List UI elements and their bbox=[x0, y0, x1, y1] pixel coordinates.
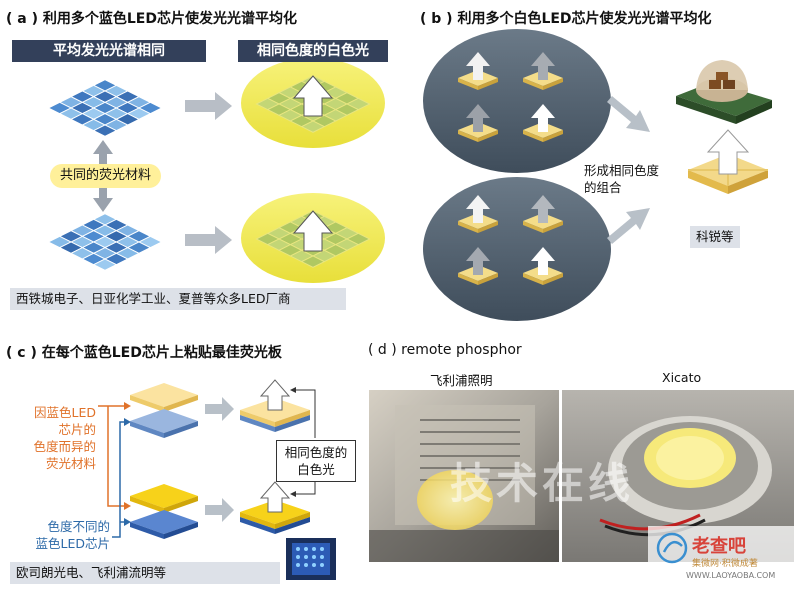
packaged-led-photo bbox=[676, 60, 772, 124]
panel-a-vendors-label: 西铁城电子、日亚化学工业、夏普等众多LED厂商 bbox=[10, 288, 346, 310]
white-led-chips-bottom bbox=[458, 195, 563, 285]
panel-a-title: ( a ) 利用多个蓝色LED芯片使发光光谱平均化 bbox=[6, 11, 297, 27]
watermark-brand-sub: 集微网·积微成著 bbox=[692, 559, 758, 569]
panel-b-title: ( b ) 利用多个白色LED芯片使发光光谱平均化 bbox=[420, 11, 712, 27]
phosphor-over-chip-top bbox=[130, 383, 198, 438]
white-light-oval-bottom bbox=[241, 193, 385, 283]
panel-c-title: ( c ) 在每个蓝色LED芯片上粘贴最佳荧光板 bbox=[6, 345, 282, 361]
watermark-logo bbox=[648, 526, 796, 584]
white-led-group-bottom bbox=[423, 177, 611, 321]
assembled-chip-bottom bbox=[240, 481, 310, 534]
panel-b-vendor-label: 科锐等 bbox=[690, 226, 740, 248]
blue-chip-label: 色度不同的 蓝色LED芯片 bbox=[35, 519, 111, 551]
blue-led-array-top bbox=[47, 79, 163, 137]
panel-b-combo-label-1: 形成相同色度 bbox=[584, 163, 660, 178]
panel-b bbox=[423, 29, 772, 321]
phosphor-over-chip-bottom bbox=[130, 484, 198, 539]
panel-a-banner-right: 相同色度的白色光 bbox=[238, 40, 388, 62]
watermark-text: 技术在线 bbox=[450, 459, 635, 508]
panel-d-title: ( d ) remote phosphor bbox=[368, 342, 522, 358]
shared-phosphor-arrows bbox=[93, 140, 113, 212]
up-arrow-icon bbox=[292, 75, 334, 117]
watermark-url: WWW.LAOYAOBA.COM bbox=[686, 571, 776, 580]
xicato-caption: Xicato bbox=[662, 370, 702, 385]
panel-c bbox=[98, 379, 336, 580]
panel-c-vendors-label: 欧司朗光电、飞利浦流明等 bbox=[10, 562, 280, 584]
same-chromaticity-label: 相同色度的 白色光 bbox=[276, 440, 356, 482]
assembled-chip-top bbox=[240, 379, 310, 432]
philips-remote-phosphor-photo bbox=[369, 390, 559, 562]
blue-led-array-bottom bbox=[47, 213, 163, 271]
white-led-group-top bbox=[423, 29, 611, 173]
result-arrows-a bbox=[185, 92, 232, 254]
phosphor-material-label: 因蓝色LED 芯片的 色度而异的 荧光材料 bbox=[33, 405, 96, 471]
panel-b-combo-label-2: 的组合 bbox=[584, 180, 622, 195]
chip-array-photo bbox=[286, 538, 336, 580]
shared-phosphor-label: 共同的荧光材料 bbox=[50, 164, 162, 188]
philips-caption: 飞利浦照明 bbox=[430, 373, 493, 388]
white-led-chips-top bbox=[458, 52, 563, 142]
combined-white-led-chip bbox=[688, 129, 768, 194]
combination-arrows bbox=[607, 96, 650, 244]
white-light-oval-top bbox=[241, 58, 385, 148]
panel-a bbox=[47, 58, 385, 283]
up-arrow-icon bbox=[292, 210, 334, 252]
watermark-brand: 老查吧 bbox=[692, 536, 746, 557]
assembly-arrows bbox=[205, 397, 234, 522]
panel-a-banner-left: 平均发光光谱相同 bbox=[12, 40, 206, 62]
